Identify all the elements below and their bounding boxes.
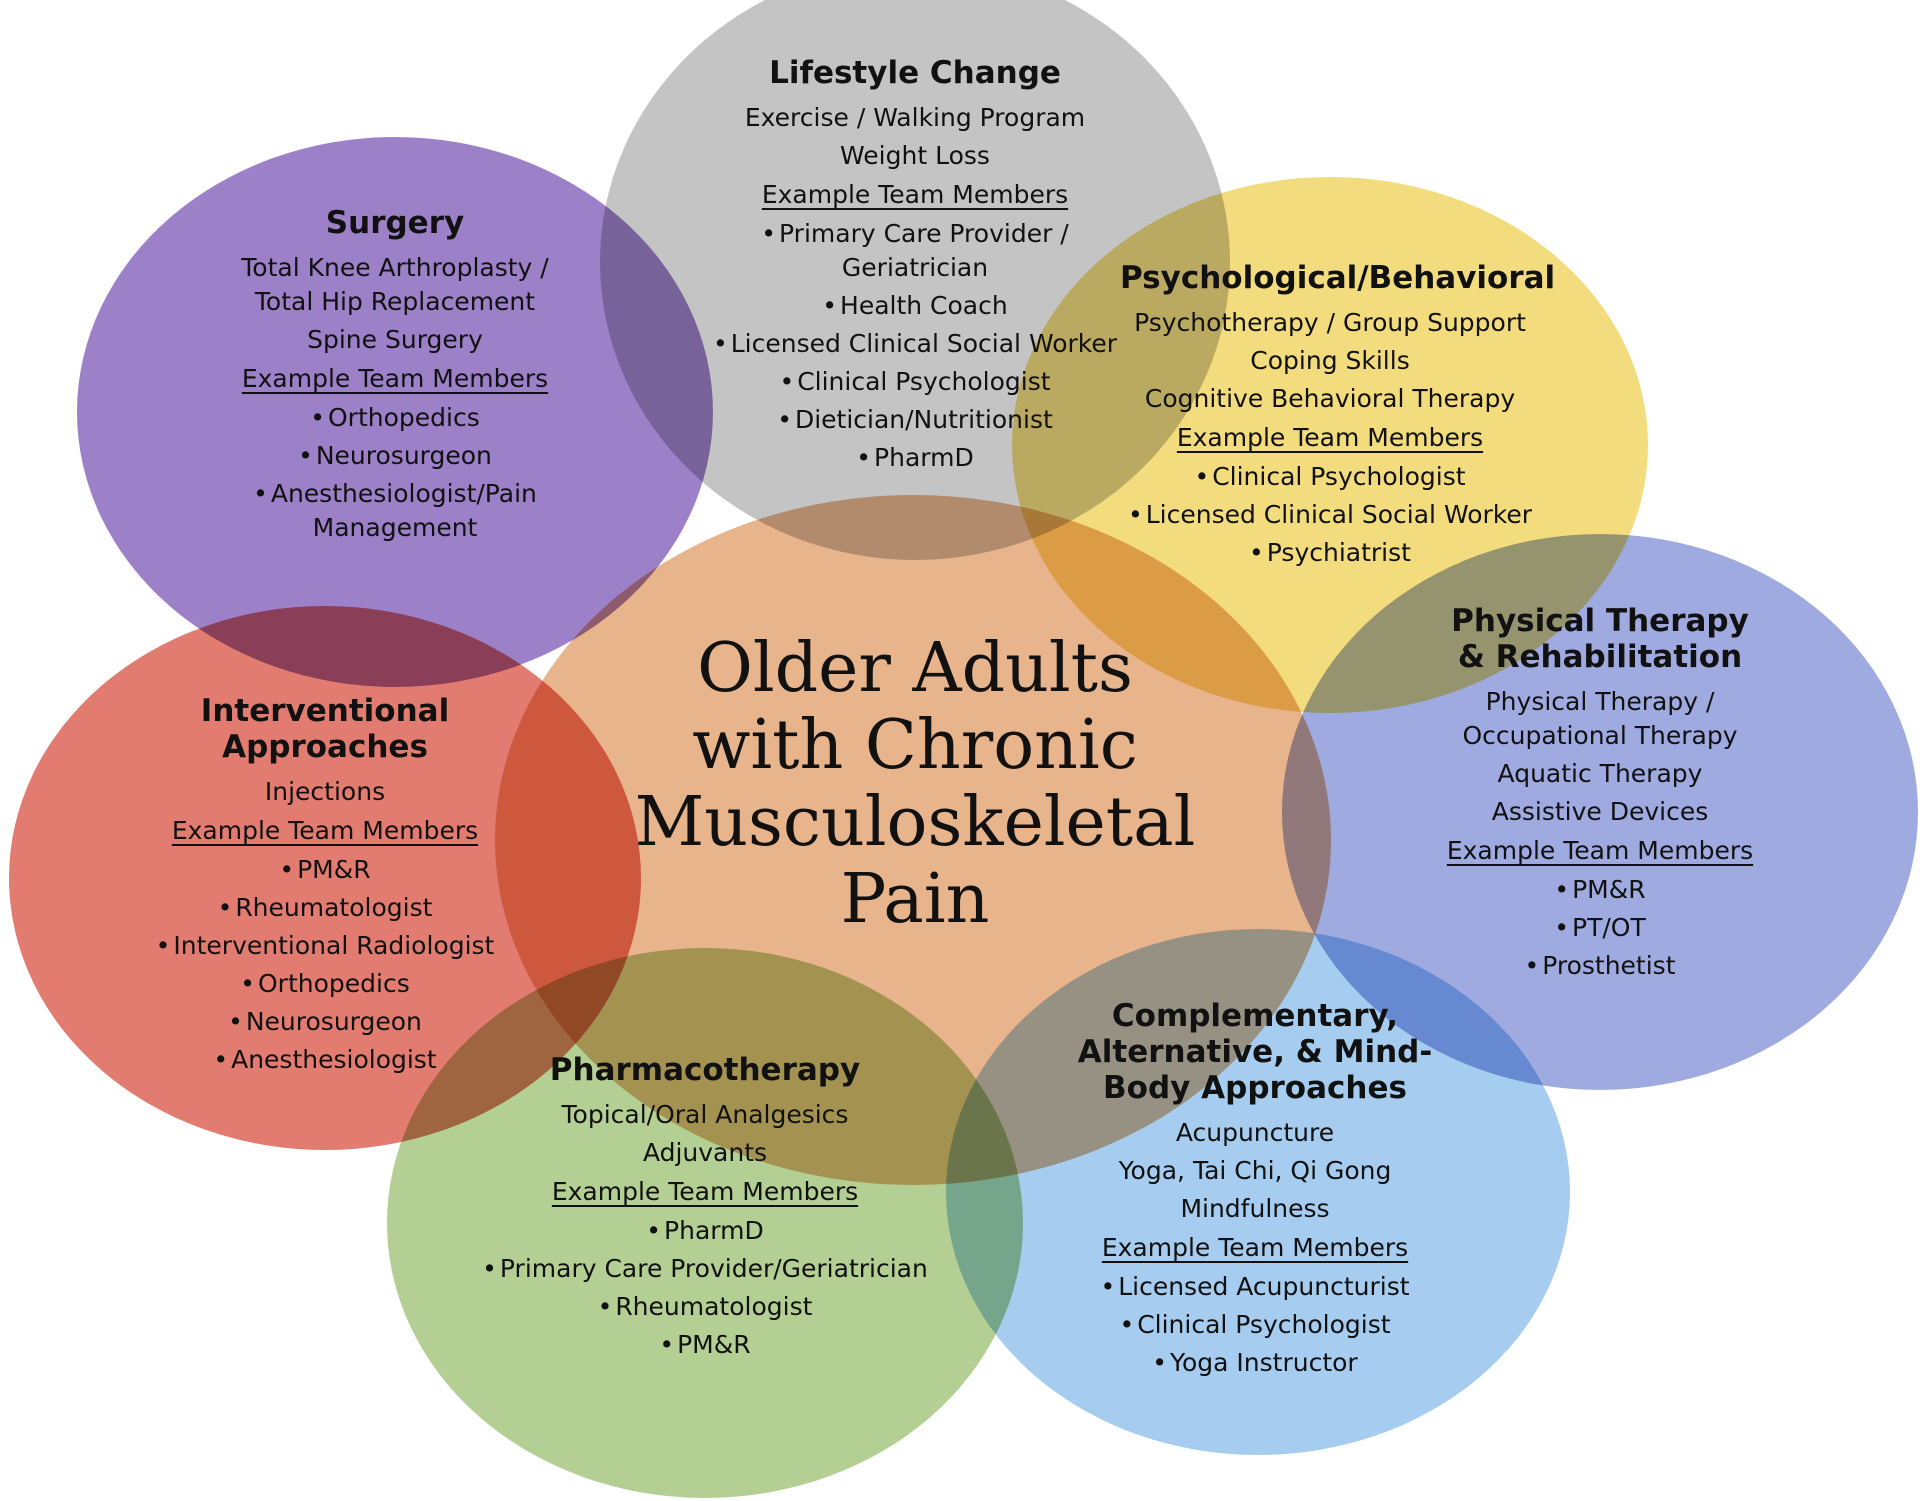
psychological-item: Psychotherapy / Group Support	[1134, 308, 1526, 337]
physical-therapy-member: Prosthetist	[1435, 949, 1765, 983]
psychological-team-heading: Example Team Members	[1176, 423, 1484, 452]
physical-therapy-group: Physical Therapy & Rehabilitation Physic…	[1435, 603, 1765, 987]
physical-therapy-member: PT/OT	[1435, 911, 1765, 945]
pharmacotherapy-item: Adjuvants	[642, 1138, 768, 1167]
lifestyle-item: Exercise / Walking Program	[744, 103, 1086, 132]
pharmacotherapy-title: Pharmacotherapy	[549, 1052, 861, 1088]
lifestyle-group: Lifestyle Change Exercise / Walking Prog…	[705, 55, 1125, 479]
psychological-member: Psychiatrist	[1120, 536, 1540, 570]
interventional-item: Injections	[264, 777, 386, 806]
interventional-member: PM&R	[110, 853, 540, 887]
interventional-member: Rheumatologist	[110, 891, 540, 925]
interventional-member: Orthopedics	[110, 967, 540, 1001]
lifestyle-title: Lifestyle Change	[769, 55, 1061, 91]
interventional-member: Interventional Radiologist	[110, 929, 540, 963]
surgery-group: Surgery Total Knee Arthroplasty / Total …	[225, 205, 565, 549]
interventional-group: Interventional Approaches Injections Exa…	[110, 693, 540, 1081]
complementary-item: Acupuncture	[1175, 1118, 1335, 1147]
complementary-member: Licensed Acupuncturist	[1020, 1270, 1490, 1304]
lifestyle-item: Weight Loss	[840, 141, 990, 170]
physical-therapy-team-heading: Example Team Members	[1446, 836, 1754, 865]
pharmacotherapy-item: Topical/Oral Analgesics	[561, 1100, 849, 1129]
complementary-member: Yoga Instructor	[1020, 1346, 1490, 1380]
lifestyle-member: PharmD	[705, 441, 1125, 475]
psychological-item: Coping Skills	[1250, 346, 1410, 375]
surgery-item: Spine Surgery	[307, 325, 483, 354]
interventional-team-heading: Example Team Members	[171, 816, 479, 845]
interventional-title: Interventional Approaches	[200, 693, 450, 765]
complementary-item: Mindfulness	[1180, 1194, 1330, 1223]
physical-therapy-item: Aquatic Therapy	[1497, 759, 1703, 788]
pharmacotherapy-member: PM&R	[480, 1328, 930, 1362]
complementary-team-heading: Example Team Members	[1101, 1233, 1409, 1262]
pharmacotherapy-member: Rheumatologist	[480, 1290, 930, 1324]
surgery-member: Neurosurgeon	[225, 439, 565, 473]
pharmacotherapy-member: PharmD	[480, 1214, 930, 1248]
lifestyle-member: Clinical Psychologist	[705, 365, 1125, 399]
center-title-line: with Chronic	[692, 706, 1138, 785]
complementary-group: Complementary, Alternative, & Mind-Body …	[1020, 998, 1490, 1384]
center-title: Older Adults with Chronic Musculoskeleta…	[590, 630, 1240, 938]
complementary-member: Clinical Psychologist	[1020, 1308, 1490, 1342]
lifestyle-member: Primary Care Provider / Geriatrician	[745, 217, 1085, 285]
pharmacotherapy-group: Pharmacotherapy Topical/Oral Analgesics …	[480, 1052, 930, 1366]
center-title-line: Older Adults	[697, 629, 1133, 708]
lifestyle-member: Dietician/Nutritionist	[705, 403, 1125, 437]
interventional-member: Neurosurgeon	[110, 1005, 540, 1039]
physical-therapy-item: Assistive Devices	[1491, 797, 1709, 826]
psychological-member: Clinical Psychologist	[1120, 460, 1540, 494]
pharmacotherapy-member: Primary Care Provider/Geriatrician	[480, 1252, 930, 1286]
surgery-item: Total Knee Arthroplasty / Total Hip Repl…	[241, 253, 549, 316]
surgery-member: Anesthesiologist/Pain Management	[245, 477, 545, 545]
surgery-team-heading: Example Team Members	[241, 364, 549, 393]
pharmacotherapy-team-heading: Example Team Members	[551, 1177, 859, 1206]
psychological-title: Psychological/Behavioral	[1120, 260, 1556, 296]
surgery-member: Orthopedics	[225, 401, 565, 435]
surgery-title: Surgery	[325, 205, 465, 241]
lifestyle-member: Health Coach	[705, 289, 1125, 323]
lifestyle-member: Licensed Clinical Social Worker	[705, 327, 1125, 361]
physical-therapy-title: Physical Therapy & Rehabilitation	[1451, 603, 1749, 675]
lifestyle-team-heading: Example Team Members	[761, 180, 1069, 209]
center-title-line: Musculoskeletal	[634, 783, 1196, 862]
psychological-member: Licensed Clinical Social Worker	[1120, 498, 1540, 532]
physical-therapy-member: PM&R	[1435, 873, 1765, 907]
psychological-item: Cognitive Behavioral Therapy	[1144, 384, 1516, 413]
interventional-member: Anesthesiologist	[110, 1043, 540, 1077]
center-title-line: Pain	[840, 860, 990, 939]
complementary-title: Complementary, Alternative, & Mind-Body …	[1077, 998, 1433, 1106]
psychological-group: Psychological/Behavioral Psychotherapy /…	[1120, 260, 1556, 574]
physical-therapy-item: Physical Therapy / Occupational Therapy	[1462, 687, 1738, 750]
complementary-item: Yoga, Tai Chi, Qi Gong	[1118, 1156, 1392, 1185]
